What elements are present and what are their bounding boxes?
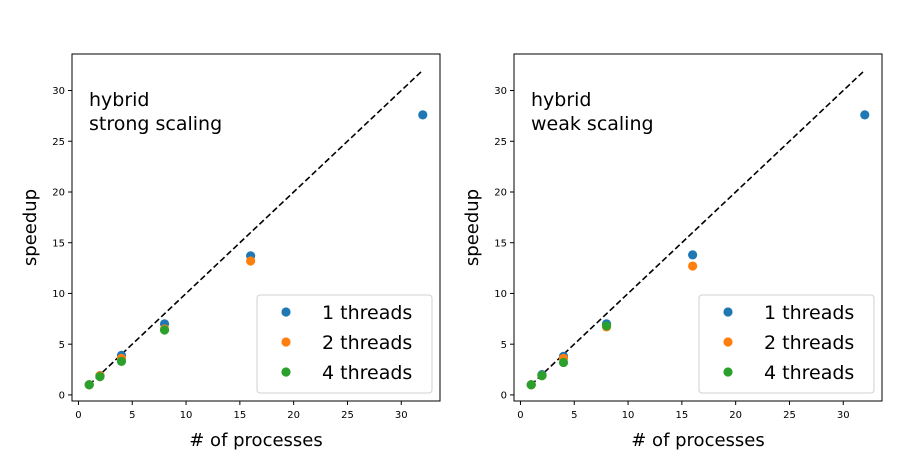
legend-marker — [723, 307, 733, 317]
data-point — [526, 380, 536, 390]
data-point — [95, 372, 105, 382]
series-3-points — [526, 321, 612, 390]
x-tick-label: 10 — [180, 410, 193, 421]
x-tick-label: 15 — [233, 410, 246, 421]
annotation-line-1: hybrid — [531, 89, 592, 111]
y-tick-label: 30 — [52, 86, 65, 97]
data-point — [601, 321, 612, 331]
ideal-speedup-line — [530, 69, 866, 386]
x-tick-label: 10 — [622, 410, 635, 421]
x-tick-label: 5 — [129, 410, 135, 421]
legend: 1 threads 2 threads 4 threads — [698, 294, 875, 394]
x-tick-label: 0 — [75, 410, 81, 421]
annotation-line-1: hybrid — [89, 89, 150, 111]
data-point — [537, 371, 547, 381]
y-tick-label: 10 — [52, 289, 65, 300]
y-tick-label: 30 — [494, 86, 507, 97]
legend-label: 1 threads — [322, 302, 412, 324]
x-tick-label: 30 — [837, 410, 850, 421]
legend-label: 4 threads — [764, 362, 854, 384]
y-tick-label: 15 — [52, 238, 65, 249]
data-point — [860, 110, 870, 120]
data-point — [688, 261, 698, 271]
chart-panel-1: 0 5 10 15 20 25 30 0 5 10 15 20 25 30 # of processes sp… — [20, 53, 441, 450]
y-tick-label: 5 — [59, 340, 65, 351]
y-axis-label: speedup — [462, 189, 483, 266]
legend-marker — [281, 307, 291, 317]
y-tick-label: 0 — [59, 391, 65, 402]
axes-frame — [513, 53, 883, 402]
y-tick-label: 25 — [52, 137, 65, 148]
annotation-line-2: weak scaling — [531, 113, 654, 135]
ideal-speedup-line — [88, 69, 424, 386]
y-tick-label: 25 — [494, 137, 507, 148]
y-tick-label: 20 — [494, 188, 507, 199]
legend-marker — [723, 337, 733, 347]
legend-label: 2 threads — [322, 332, 412, 354]
legend-label: 4 threads — [322, 362, 412, 384]
legend-label: 1 threads — [764, 302, 854, 324]
legend-marker — [281, 337, 291, 347]
data-point — [84, 380, 94, 390]
data-point — [418, 110, 428, 120]
x-tick-label: 15 — [675, 410, 688, 421]
x-tick-label: 25 — [783, 410, 796, 421]
y-tick-label: 20 — [52, 188, 65, 199]
axes-frame — [71, 53, 441, 402]
legend-box — [256, 294, 433, 394]
x-tick-label: 20 — [729, 410, 742, 421]
data-point — [246, 256, 256, 266]
x-tick-label: 30 — [395, 410, 408, 421]
x-tick-label: 20 — [287, 410, 300, 421]
legend-marker — [281, 367, 291, 377]
legend-marker — [723, 367, 733, 377]
x-tick-label: 0 — [517, 410, 523, 421]
x-axis-label: # of processes — [189, 430, 323, 450]
legend-box — [698, 294, 875, 394]
data-point — [116, 356, 127, 367]
annotation-line-2: strong scaling — [89, 113, 222, 135]
y-tick-label: 10 — [494, 289, 507, 300]
data-point — [688, 250, 698, 260]
legend-label: 2 threads — [764, 332, 854, 354]
x-tick-label: 5 — [571, 410, 577, 421]
y-axis-label: speedup — [20, 189, 41, 266]
x-tick-label: 25 — [341, 410, 354, 421]
legend: 1 threads 2 threads 4 threads — [256, 294, 433, 394]
x-axis-label: # of processes — [631, 430, 765, 450]
data-point — [558, 357, 569, 368]
series-3-points — [84, 325, 170, 390]
y-tick-label: 0 — [501, 391, 507, 402]
chart-panel-2: 0 5 10 15 20 25 30 0 5 10 15 20 25 30 # of processes sp… — [462, 53, 883, 450]
y-tick-label: 5 — [501, 340, 507, 351]
y-tick-label: 15 — [494, 238, 507, 249]
data-point — [159, 325, 170, 335]
